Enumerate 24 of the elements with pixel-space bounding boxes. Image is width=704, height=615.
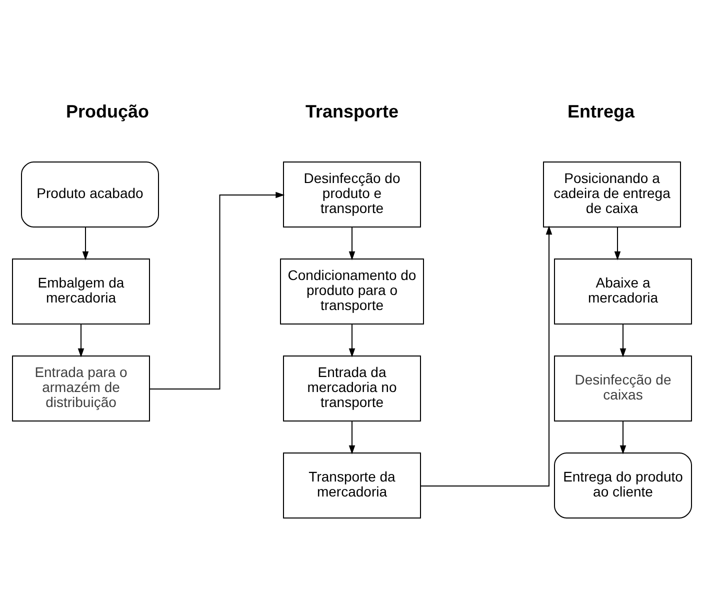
arrow <box>348 226 356 260</box>
arrow <box>348 323 356 357</box>
node-box: Transporte da mercadoria <box>283 452 421 518</box>
label: Transporte <box>306 100 399 121</box>
node-box: Abaixe a mercadoria <box>554 258 692 324</box>
node-box: Entrada da mercadoria no transporte <box>283 355 421 421</box>
arrow <box>614 226 621 260</box>
arrow <box>620 323 626 357</box>
node-box: Entrega do produto ao cliente <box>554 452 692 518</box>
arrow <box>348 420 356 454</box>
node-box: Posicionando a cadeira de entrega de caixa <box>543 161 681 227</box>
arrow <box>620 420 626 454</box>
arrow <box>78 323 84 357</box>
node-box: Desinfecção de caixas <box>554 355 692 421</box>
arrow <box>420 225 552 486</box>
label: Produção <box>66 100 150 121</box>
node-box: Entrada para o armazém de distribuição <box>12 355 150 421</box>
arrow <box>149 191 285 389</box>
node-box: Embalgem da mercadoria <box>12 258 150 324</box>
label: Entrega <box>568 100 635 121</box>
node-box: Desinfecção do produto e transporte <box>283 161 421 227</box>
arrow <box>82 226 89 260</box>
node-box: Condicionamento do produto para o transporte <box>280 258 424 324</box>
node-box: Produto acabado <box>21 161 159 227</box>
